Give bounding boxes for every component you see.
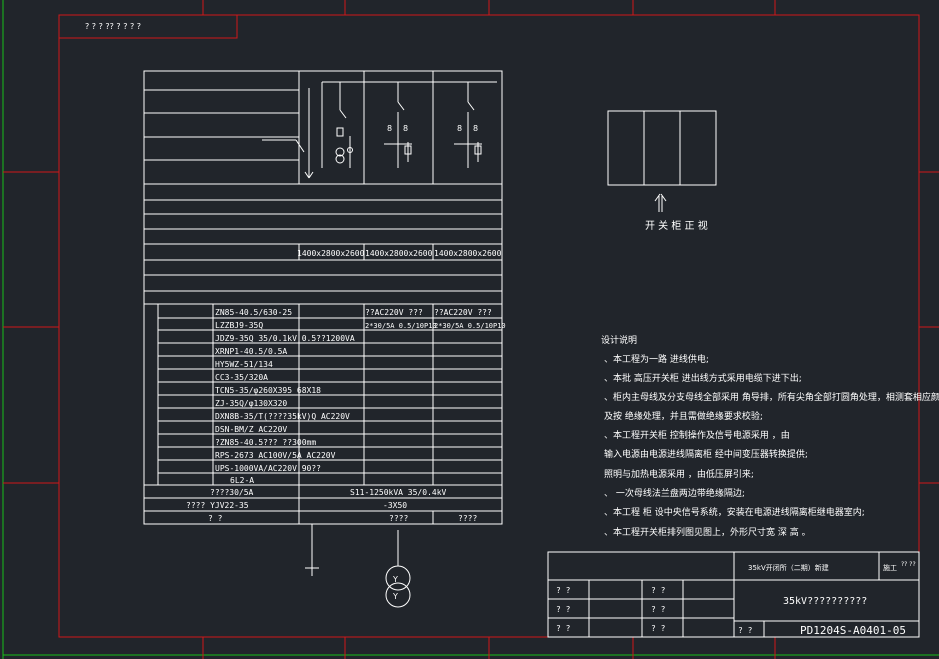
equipment-item: CC3-35/320A: [215, 373, 268, 382]
notes-heading: 设计说明: [601, 334, 637, 346]
equipment-item: ?ZN85-40.5??? ??300mm: [215, 438, 316, 447]
cabinet-dim-2: 1400x2800x2600: [365, 249, 433, 258]
drawing-name: 35kV??????????: [783, 596, 867, 607]
ct-symbol-icon: 8: [403, 124, 408, 133]
ct-symbol-icon: 8: [387, 124, 392, 133]
sign-row-mid: ? ?: [651, 605, 666, 614]
equipment-item: XRNP1-40.5/0.5A: [215, 347, 287, 356]
wye-winding-icon: Y: [392, 592, 398, 601]
bottom-r2-left: ???? YJV22-35: [186, 501, 249, 510]
wye-winding-icon: Y: [392, 575, 398, 584]
spec-col2-row2: 2*30/5A 0.5/10P10: [365, 322, 437, 330]
spec-col2-row1: ??AC220V ???: [365, 308, 423, 317]
equipment-item: LZZBJ9-35Q: [215, 321, 263, 330]
equipment-item: ZJ-35Q/φ130X320: [215, 399, 287, 408]
sign-row-mid: ? ?: [651, 624, 666, 633]
spec-col3-row1: ??AC220V ???: [434, 308, 492, 317]
cabinet-dim-1: 1400x2800x2600: [297, 249, 365, 258]
equipment-item: HY5WZ-51/134: [215, 360, 273, 369]
bottom-r2-right: -3X50: [383, 501, 407, 510]
stage-suffix: ?? ??: [901, 561, 916, 568]
bottom-r1-right: S11-1250kVA 35/0.4kV: [350, 488, 447, 497]
note-line: 、本工程开关柜排列图见图上，外形尺寸宽 深 高 。: [604, 526, 811, 538]
equipment-item: RPS-2673 AC100V/5A AC220V: [215, 451, 336, 460]
cabinet-dim-3: 1400x2800x2600: [434, 249, 502, 258]
schematic-table: [143, 70, 503, 525]
note-line: 、柜内主母线及分支母线全部采用 角导排，所有尖角全部打圆角处理，相测套相应颜: [604, 391, 939, 403]
title-block: 35kV开闭所（二期）新建 施工 ?? ?? 35kV?????????? PD…: [547, 551, 920, 638]
transformer-symbol: Y Y: [305, 524, 411, 608]
note-line: 、本批 高压开关柜 进出线方式采用电缆下进下出;: [604, 372, 802, 384]
stage-label: 施工: [883, 563, 897, 572]
bottom-r3-left: ? ?: [208, 514, 223, 523]
title-tab-label: ? ? ? ?? ? ? ? ?: [85, 22, 141, 31]
note-line: 照明与加热电源采用 ，由低压屏引来;: [604, 468, 754, 480]
title-tab: ? ? ? ?? ? ? ? ?: [58, 14, 238, 39]
bottom-r3-mid: ????: [389, 514, 408, 523]
note-line: 及按 绝缘处理，并且需做绝缘要求校验;: [604, 410, 763, 422]
drawing-border: [3, 0, 939, 659]
equipment-item: UPS-1000VA/AC220V 90??: [215, 464, 321, 473]
project-name: 35kV开闭所（二期）新建: [748, 563, 829, 572]
equipment-list: ZN85-40.5/630-25 LZZBJ9-35Q JDZ9-35Q 35/…: [215, 308, 355, 485]
equipment-item: ZN85-40.5/630-25: [215, 308, 292, 317]
sheet-label: ? ?: [738, 626, 753, 635]
note-line: 、本工程为一路 进线供电;: [604, 353, 709, 365]
sign-row-mid: ? ?: [651, 586, 666, 595]
front-view: 开 关 柜 正 视: [607, 110, 717, 232]
equipment-item: DXN8B-35/T(????35kV)Q AC220V: [215, 412, 350, 421]
note-line: 、本工程 柜 设中央信号系统，安装在电源进线隔离柜继电器室内;: [604, 506, 865, 518]
note-line: 、本工程开关柜 控制操作及信号电源采用 ，由: [604, 429, 790, 441]
bottom-r3-right: ????: [458, 514, 477, 523]
ct-symbol-icon: 8: [457, 124, 462, 133]
drawing-number: PD1204S-A0401-05: [800, 624, 906, 637]
note-line: 、 一次母线法兰盘两边带绝缘隔边;: [604, 487, 745, 499]
equipment-item: DSN-BM/Z AC220V: [215, 425, 287, 434]
sign-row: ? ?: [556, 624, 571, 633]
equipment-item: JDZ9-35Q 35/0.1kV 0.5??1200VA: [215, 334, 355, 343]
design-notes: 设计说明 、本工程为一路 进线供电; 、本批 高压开关柜 进出线方式采用电缆下进…: [601, 334, 939, 538]
equipment-item: TCN5-35/φ260X395 68X18: [215, 386, 321, 395]
ct-symbol-icon: 8: [473, 124, 478, 133]
bottom-r1-left: ????30/5A: [210, 488, 254, 497]
sign-row: ? ?: [556, 586, 571, 595]
sign-row: ? ?: [556, 605, 571, 614]
spec-col3-row2: 2*30/5A 0.5/10P10: [434, 322, 506, 330]
note-line: 输入电源由电源进线隔离柜 经中间变压器转换提供;: [604, 448, 808, 460]
front-view-caption: 开 关 柜 正 视: [645, 219, 708, 232]
busbar-schematic: 8 8 8 8: [262, 81, 497, 179]
equipment-item: 6L2-A: [230, 476, 254, 485]
